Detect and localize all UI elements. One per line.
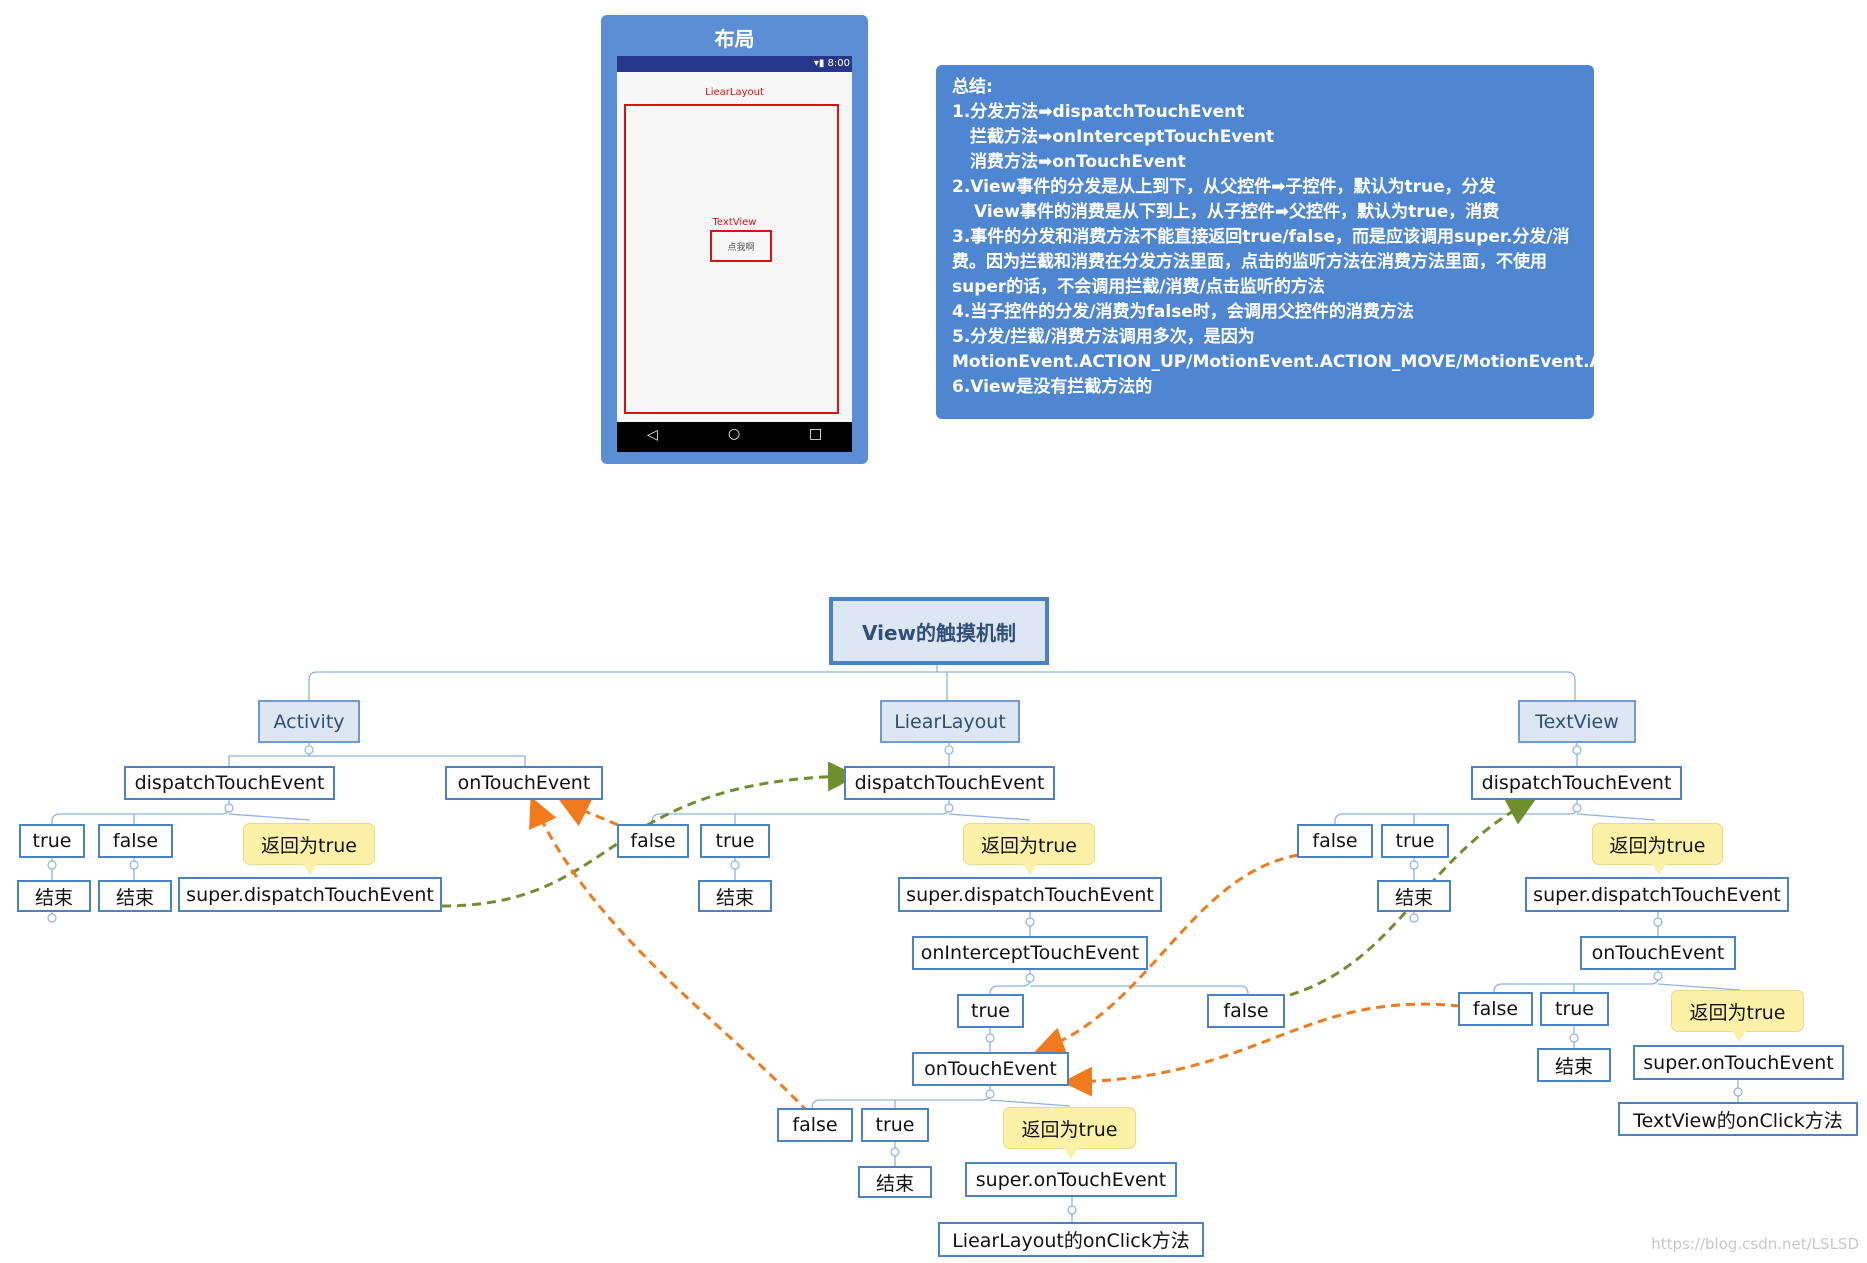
- watermark: https://blog.csdn.net/LSLSD: [1651, 1235, 1859, 1253]
- textview-super-ontouch-node: super.onTouchEvent: [1633, 1045, 1844, 1080]
- linear-super-ontouch-node: super.onTouchEvent: [965, 1162, 1177, 1197]
- summary-line-8: 5.分发/拦截/消费方法调用多次，是因为MotionEvent.ACTION_U…: [952, 327, 1732, 372]
- phone-title: 布局: [714, 27, 755, 51]
- textview-return-true-callout: 返回为true: [1592, 823, 1723, 875]
- linear-intercept-node: onInterceptTouchEvent: [912, 936, 1148, 970]
- textview-ontouch-end-node: 结束: [1537, 1048, 1611, 1082]
- textview-ontouch-true-node: true: [1540, 992, 1609, 1026]
- textview-false-node: false: [1297, 824, 1373, 858]
- activity-false-node: false: [98, 824, 173, 858]
- activity-end-false-node: 结束: [98, 880, 172, 912]
- activity-return-true-callout: 返回为true: [243, 823, 375, 875]
- linear-return-true-callout: 返回为true: [963, 823, 1095, 875]
- summary-title: 总结:: [952, 77, 993, 97]
- activity-node: Activity: [258, 700, 360, 743]
- textview-true-node: true: [1381, 824, 1449, 858]
- summary-line-6: 3.事件的分发和消费方法不能直接返回true/false，而是应该调用super…: [952, 227, 1570, 297]
- linear-dispatch-node: dispatchTouchEvent: [844, 766, 1055, 800]
- textview-ontouch-return-true-callout: 返回为true: [1671, 990, 1804, 1042]
- activity-ontouch-node: onTouchEvent: [445, 766, 603, 800]
- recent-apps-icon[interactable]: □: [809, 426, 823, 442]
- home-icon[interactable]: ○: [728, 426, 741, 442]
- linear-super-dispatch-node: super.dispatchTouchEvent: [898, 877, 1162, 912]
- linear-ontouch-false-node: false: [777, 1108, 853, 1142]
- summary-line-9: 6.View是没有拦截方法的: [952, 377, 1153, 397]
- linear-onclick-node: LiearLayout的onClick方法: [938, 1222, 1204, 1257]
- summary-line-1: 1.分发方法➡dispatchTouchEvent: [952, 102, 1245, 122]
- back-icon[interactable]: ◁: [647, 427, 658, 443]
- textview-button[interactable]: 点我啊: [710, 230, 772, 262]
- linear-ontouch-end-node: 结束: [858, 1166, 932, 1198]
- activity-true-node: true: [19, 824, 85, 858]
- layout-preview-phone: 布局 ▾▮ 8:00 LiearLayout TextView 点我啊 ◁ ○ …: [601, 15, 868, 464]
- summary-line-2: 拦截方法➡onInterceptTouchEvent: [970, 127, 1275, 147]
- root-node: View的触摸机制: [829, 597, 1049, 665]
- linear-true-node: true: [700, 824, 770, 858]
- linear-end-node: 结束: [698, 880, 772, 912]
- phone-screen: ▾▮ 8:00 LiearLayout TextView 点我啊 ◁ ○ □: [617, 56, 852, 452]
- summary-line-5: View事件的消费是从下到上，从子控件➡父控件，默认为true，消费: [974, 202, 1500, 222]
- linear-false-node: false: [617, 824, 689, 858]
- linear-layout-box: [624, 104, 839, 414]
- textview-ontouch-false-node: false: [1458, 992, 1533, 1026]
- textview-onclick-node: TextView的onClick方法: [1618, 1102, 1858, 1136]
- textview-node: TextView: [1518, 700, 1636, 743]
- linear-ontouch-return-true-callout: 返回为true: [1003, 1107, 1136, 1159]
- textview-label: TextView: [712, 217, 757, 228]
- summary-panel: 总结: 1.分发方法➡dispatchTouchEvent 拦截方法➡onInt…: [936, 65, 1732, 419]
- linear-layout-label: LiearLayout: [705, 87, 764, 98]
- textview-super-dispatch-node: super.dispatchTouchEvent: [1525, 877, 1789, 912]
- summary-line-7: 4.当子控件的分发/消费为false时，会调用父控件的消费方法: [952, 302, 1414, 322]
- textview-ontouch-node: onTouchEvent: [1580, 936, 1736, 970]
- activity-dispatch-node: dispatchTouchEvent: [124, 766, 335, 800]
- linear-ontouch-true-node: true: [861, 1108, 929, 1142]
- textview-dispatch-node: dispatchTouchEvent: [1471, 766, 1682, 800]
- summary-line-3: 消费方法➡onTouchEvent: [970, 152, 1186, 172]
- activity-end-true-node: 结束: [17, 880, 91, 912]
- linear-layout-node: LiearLayout: [880, 700, 1020, 743]
- summary-line-4: 2.View事件的分发是从上到下，从父控件➡子控件，默认为true，分发: [952, 177, 1496, 197]
- linear-intercept-true-node: true: [957, 994, 1024, 1028]
- wifi-signal-icon: ▾▮: [813, 58, 828, 69]
- linear-ontouch-node: onTouchEvent: [912, 1052, 1069, 1086]
- activity-super-dispatch-node: super.dispatchTouchEvent: [178, 877, 442, 912]
- nav-bar: ◁ ○ □: [617, 422, 852, 452]
- status-time: 8:00: [827, 58, 850, 69]
- textview-end-node: 结束: [1377, 880, 1451, 912]
- status-bar: ▾▮ 8:00: [617, 56, 852, 72]
- linear-intercept-false-node: false: [1207, 994, 1285, 1028]
